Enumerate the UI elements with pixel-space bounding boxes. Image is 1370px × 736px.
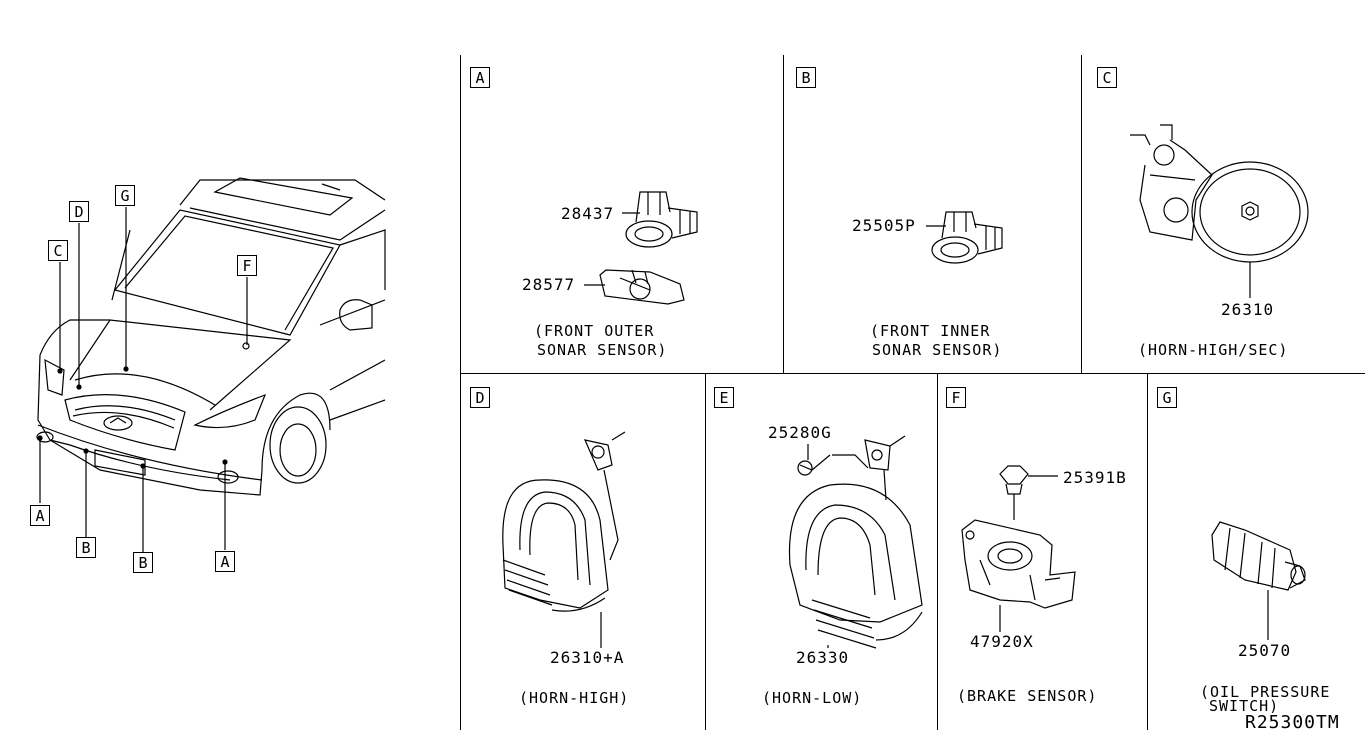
part-number-47920x: 47920X (970, 632, 1034, 651)
divider-horizontal (460, 373, 1365, 374)
divider-fg (1147, 373, 1148, 730)
part-number-26310-a: 26310+A (550, 648, 625, 667)
panel-f-tag: F (946, 387, 966, 408)
callout-g: G (115, 185, 135, 206)
panel-g-tag: G (1157, 387, 1177, 408)
part-number-28437: 28437 (561, 204, 615, 223)
divider-bc (1081, 55, 1082, 373)
part-number-25391b: 25391B (1063, 468, 1127, 487)
part-number-25505p: 25505P (852, 216, 916, 235)
divider-de (705, 373, 706, 730)
panel-f-caption: (BRAKE SENSOR) (957, 687, 1098, 705)
divider-ab (783, 55, 784, 373)
part-number-26310: 26310 (1221, 300, 1275, 319)
divider-ef (937, 373, 938, 730)
panel-a-tag: A (470, 67, 490, 88)
divider-left (460, 55, 461, 730)
panel-c-tag: C (1097, 67, 1117, 88)
panel-b-caption-line2: SONAR SENSOR) (872, 341, 1003, 359)
panel-d-caption: (HORN-HIGH) (519, 689, 630, 707)
part-number-26330: 26330 (796, 648, 850, 667)
part-number-25280g: 25280G (768, 423, 832, 442)
panel-b-tag: B (796, 67, 816, 88)
panel-g-caption-line2: SWITCH) (1209, 697, 1280, 715)
part-number-25070: 25070 (1238, 641, 1292, 660)
panel-d-tag: D (470, 387, 490, 408)
panel-a-caption-line1: (FRONT OUTER (534, 322, 655, 340)
panel-a-caption-line2: SONAR SENSOR) (537, 341, 668, 359)
callout-a-right: A (215, 551, 235, 572)
callout-c: C (48, 240, 68, 261)
panel-b-caption-line1: (FRONT INNER (870, 322, 991, 340)
panel-g-caption-line1: (OIL PRESSURE (1200, 683, 1331, 701)
panel-c-caption: (HORN-HIGH/SEC) (1138, 341, 1289, 359)
panel-e-tag: E (714, 387, 734, 408)
diagram-code: R25300TM (1245, 712, 1340, 733)
panel-e-caption: (HORN-LOW) (762, 689, 863, 707)
part-number-28577: 28577 (522, 275, 576, 294)
callout-b-left: B (76, 537, 96, 558)
callout-a-left: A (30, 505, 50, 526)
callout-d: D (69, 201, 89, 222)
callout-b-mid: B (133, 552, 153, 573)
car-illustration (0, 0, 460, 736)
callout-f: F (237, 255, 257, 276)
